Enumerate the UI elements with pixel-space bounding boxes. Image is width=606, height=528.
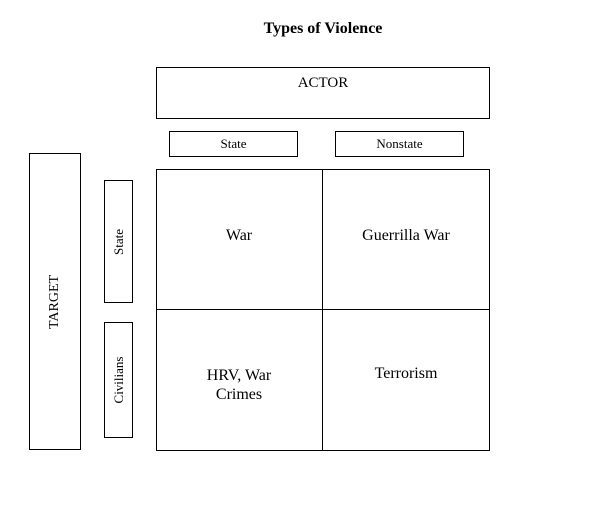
cell-hrv-line2: Crimes xyxy=(215,386,263,403)
cell-terrorism: Terrorism xyxy=(374,365,438,382)
violence-matrix xyxy=(156,169,490,451)
target-row-state: State xyxy=(104,180,133,303)
cell-war: War xyxy=(225,227,253,244)
actor-column-state-label: State xyxy=(220,136,247,151)
cell-guerrilla-war: Guerrilla War xyxy=(362,227,450,244)
target-header: TARGET xyxy=(29,153,81,450)
actor-column-state: State xyxy=(169,131,298,157)
target-row-state-label: State xyxy=(110,228,126,255)
target-row-civilians: Civilians xyxy=(104,322,133,438)
actor-column-nonstate: Nonstate xyxy=(335,131,464,157)
actor-column-nonstate-label: Nonstate xyxy=(376,136,423,151)
actor-header: ACTOR xyxy=(156,67,490,119)
cell-hrv-war-crimes: HRV, War Crimes xyxy=(156,366,322,404)
target-row-civilians-label: Civilians xyxy=(110,356,126,404)
diagram-title: Types of Violence xyxy=(263,20,383,37)
target-header-label: TARGET xyxy=(47,274,62,329)
matrix-horizontal-divider xyxy=(156,309,490,310)
matrix-vertical-divider xyxy=(322,169,323,451)
cell-hrv-line1: HRV, War xyxy=(206,367,272,384)
